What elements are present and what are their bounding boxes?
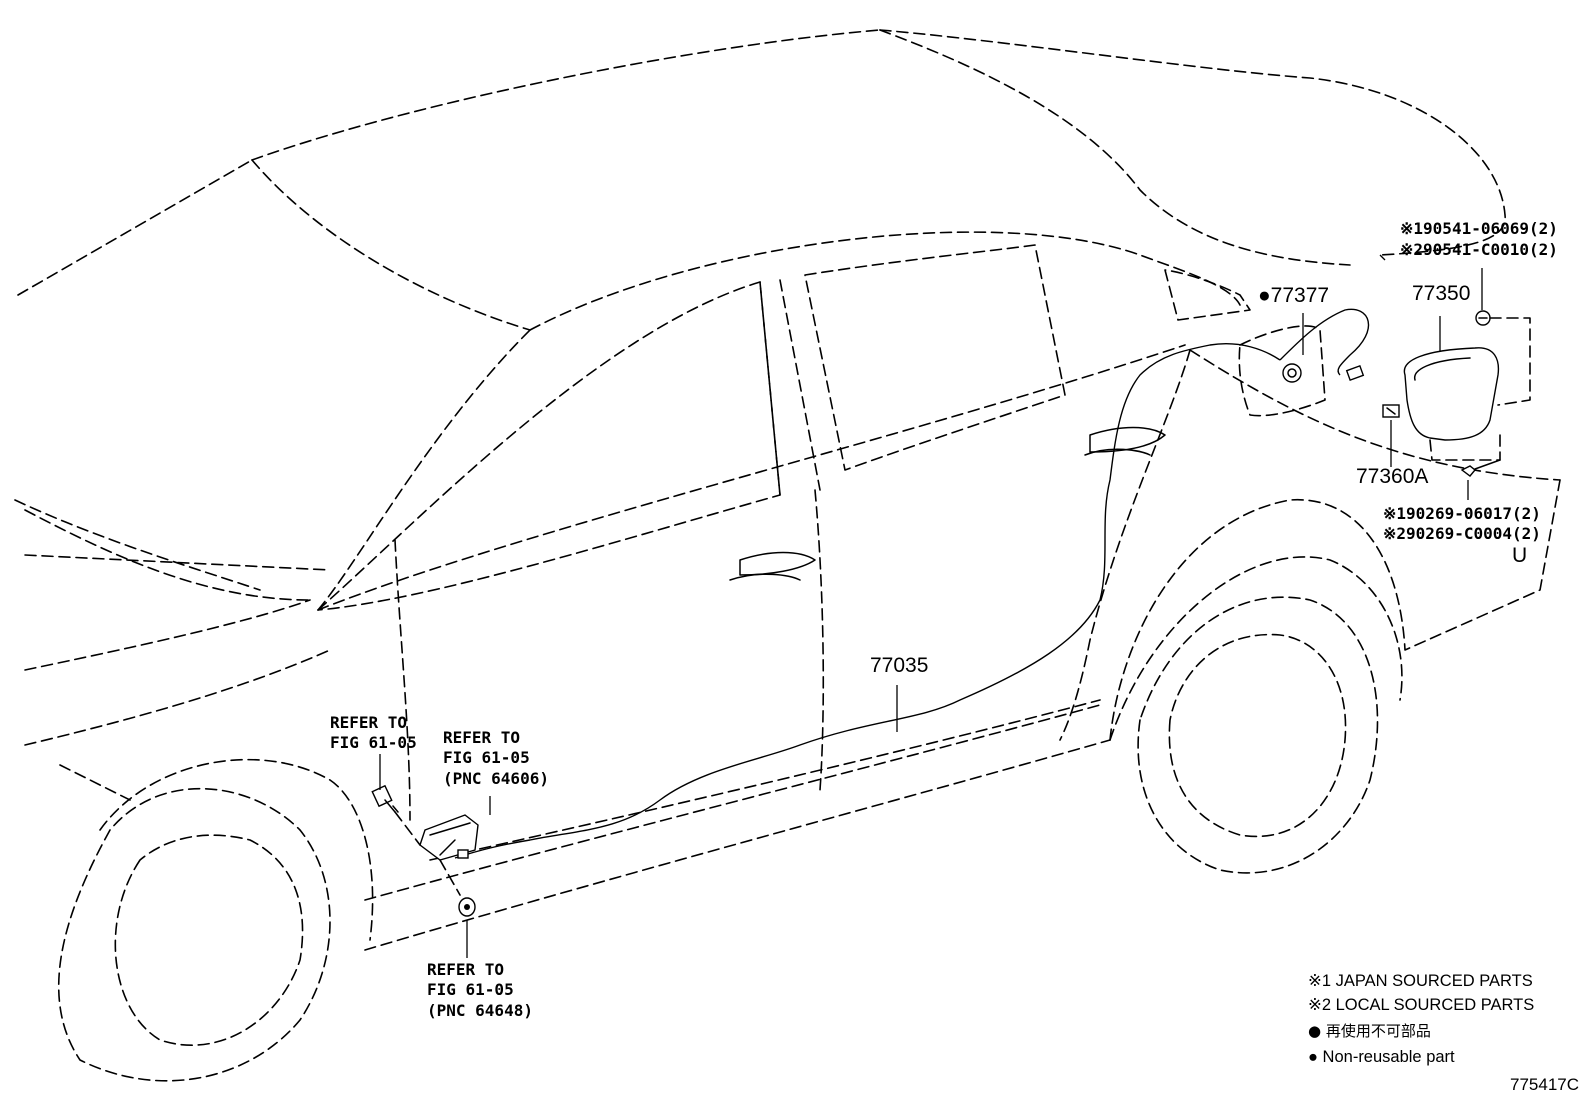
- ref1-line2: FIG 61-05: [330, 733, 417, 752]
- fuel-opener-cable: [454, 308, 1370, 859]
- clip-code-local: ※290269-C0004(2): [1383, 524, 1541, 543]
- callout-leaders: [379, 254, 1483, 958]
- lever-link-2: [439, 859, 461, 896]
- fuel-lid-hinge: [1382, 404, 1400, 418]
- fuel-lid-panel: [1403, 347, 1500, 441]
- ref3-line1: REFER TO: [427, 960, 504, 979]
- ref2-line3: (PNC 64606): [443, 769, 549, 788]
- lid-assembly-line-2: [1429, 429, 1501, 461]
- screw-code-local: ※290541-C0010(2): [1400, 240, 1558, 259]
- lid-screw: [1475, 310, 1491, 326]
- ref1-line1: REFER TO: [330, 713, 407, 732]
- ref2-line2: FIG 61-05: [443, 748, 530, 767]
- corner-u-mark: U: [1512, 544, 1527, 567]
- screw-code-japan: ※190541-06069(2): [1400, 219, 1558, 238]
- cable-clip: [458, 897, 476, 917]
- part-label-77350: 77350: [1412, 282, 1470, 305]
- ref3-line2: FIG 61-05: [427, 980, 514, 999]
- clip-code-japan: ※190269-06017(2): [1383, 504, 1541, 523]
- ref2-line1: REFER TO: [443, 728, 520, 747]
- figure-code: 775417C: [1510, 1075, 1579, 1094]
- ref3-line3: (PNC 64648): [427, 1001, 533, 1020]
- legend: ※1 JAPAN SOURCED PARTS ※2 LOCAL SOURCED …: [1308, 972, 1534, 1066]
- lid-clip: [1460, 459, 1501, 477]
- fuel-lid-lock: [1282, 363, 1365, 383]
- legend-non-reusable-ja: ● 再使用不可部品: [1308, 1022, 1431, 1040]
- legend-japan-sourced: ※1 JAPAN SOURCED PARTS: [1308, 972, 1533, 990]
- lever-bolt: [371, 784, 399, 813]
- car-body-outline: U: [14, 29, 1561, 1082]
- legend-local-sourced: ※2 LOCAL SOURCED PARTS: [1308, 996, 1534, 1014]
- part-label-77035: 77035: [870, 654, 928, 677]
- part-label-77360A: 77360A: [1356, 465, 1428, 488]
- lid-assembly-line-1: [1489, 317, 1531, 406]
- lever-link-1: [394, 811, 421, 846]
- legend-non-reusable-en: ● Non-reusable part: [1308, 1048, 1455, 1066]
- part-label-77377: ●77377: [1258, 284, 1329, 307]
